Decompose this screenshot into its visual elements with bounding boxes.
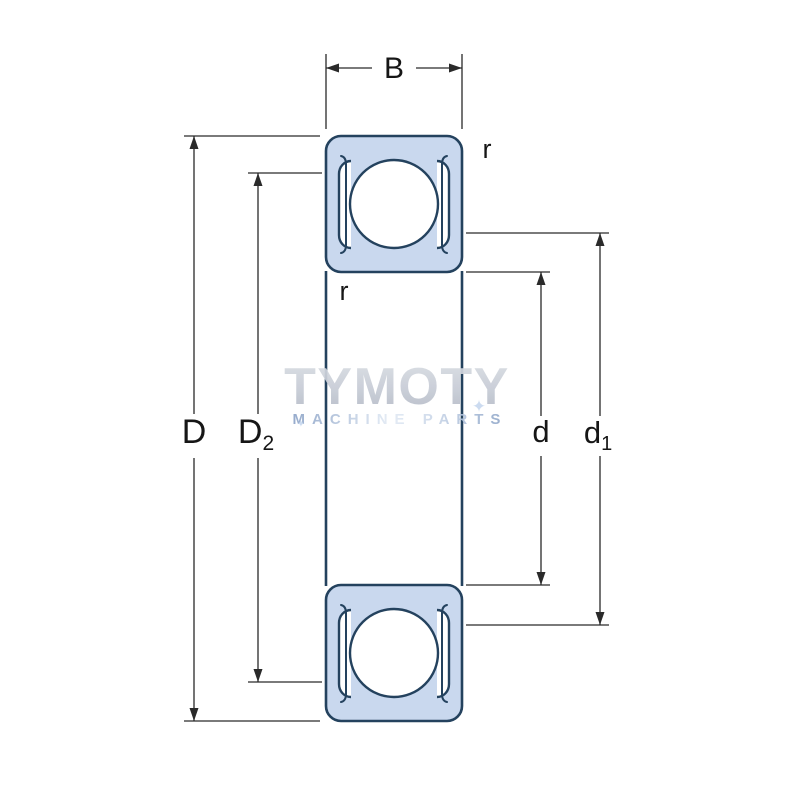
dim-label-d1-subscript: 1 [601,433,612,455]
dim-label-D2-base: D [238,413,263,451]
sparkle-icon: ✦ [472,397,486,417]
watermark-title: TYMOTY [284,358,510,416]
dimension-D: D [182,135,320,722]
dim-label-d1-base: d [584,415,601,450]
dim-label-d1: d1 [584,415,612,455]
arrowhead-up [536,272,546,285]
arrowhead-up [595,233,605,246]
arrowhead-down [253,669,263,682]
dimension-D2: D2 [238,172,322,683]
watermark-subtitle: MACHINE PARTS [293,411,508,428]
dim-label-D: D [182,413,207,451]
shield-anchor-top-right-upper [441,155,448,165]
dimension-d: d [466,271,550,586]
shield-anchor-top-right-lower [441,244,448,254]
arrowhead-down [536,572,546,585]
dim-label-B: B [384,52,404,85]
arrowhead-up [253,173,263,186]
shield-anchor-bottom-left-upper [340,604,347,614]
sparkle-icon: ✦ [297,419,305,430]
arrowhead-down [189,708,199,721]
dim-label-D2: D2 [238,413,274,455]
shield-anchor-bottom-left-lower [340,693,347,703]
dim-label-d: d [532,414,549,449]
arrowhead-down [595,612,605,625]
dimension-B: B [325,52,463,129]
dim-label-D2-subscript: 2 [262,432,274,455]
shield-anchor-bottom-right-lower [441,693,448,703]
radius-label-bottom: r [340,276,349,306]
arrowhead-left [326,63,339,73]
ball-bottom [348,607,440,699]
shield-anchor-top-left-upper [340,155,347,165]
watermark: TYMOTY MACHINE PARTS ✦ ✦ [284,358,510,430]
shield-anchor-bottom-right-upper [441,604,448,614]
arrowhead-up [189,136,199,149]
bearing-section [324,134,464,723]
ball-top [348,158,440,250]
dimension-d1: d1 [466,232,612,626]
radius-label-top: r [483,134,492,164]
arrowhead-right [449,63,462,73]
shield-anchor-top-left-lower [340,244,347,254]
